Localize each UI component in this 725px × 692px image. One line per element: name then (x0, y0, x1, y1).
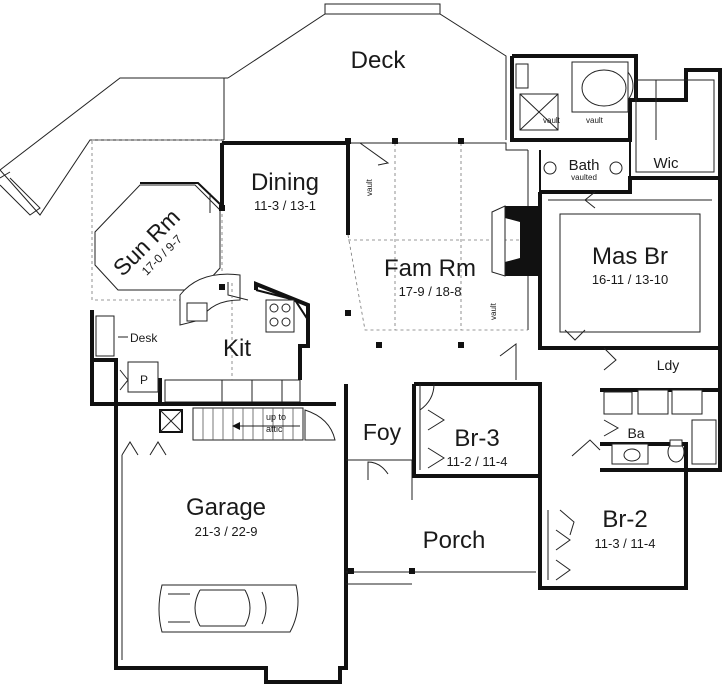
exterior-walls (90, 141, 529, 684)
vault-label-3: vault (543, 116, 561, 125)
master-bath-label: Bath (569, 157, 600, 174)
bedroom-2-dims: 11-3 / 11-4 (595, 536, 656, 551)
attic-label-1: up to (266, 412, 286, 422)
family-room-dims: 17-9 / 18-8 (399, 284, 462, 299)
attic-label-2: attic (266, 424, 283, 434)
master-bedroom-dims: 16-11 / 13-10 (592, 272, 668, 287)
attic-stairs (159, 407, 336, 441)
garage-label: Garage (186, 494, 266, 521)
bath-2-label: Ba (627, 425, 644, 441)
bedroom-3-dims: 11-2 / 11-4 (447, 454, 508, 469)
foyer-label: Foy (363, 419, 402, 445)
bedroom-3-label: Br-3 (454, 425, 499, 452)
desk-pantry (95, 205, 225, 393)
pantry-label: P (140, 373, 148, 387)
vault-label-4: vault (586, 116, 604, 125)
dining-label: Dining (251, 169, 319, 196)
bedroom-2 (538, 442, 688, 590)
vault-label-1: vault (365, 178, 374, 196)
deck-label: Deck (351, 47, 407, 74)
dining-dims: 11-3 / 13-1 (254, 198, 316, 213)
garage-dims: 21-3 / 22-9 (195, 524, 258, 539)
garage-details (121, 441, 167, 660)
kitchen-island (179, 273, 309, 380)
foyer-porch (344, 384, 536, 585)
family-room-details (345, 138, 540, 348)
bedroom-2-label: Br-2 (602, 506, 647, 533)
family-room-label: Fam Rm (384, 255, 476, 282)
master-bedroom-label: Mas Br (592, 243, 668, 270)
master-suite (510, 54, 722, 350)
walk-in-closet-label: Wic (654, 155, 679, 172)
car-outline (158, 584, 299, 633)
master-bath-note: vaulted (571, 173, 597, 182)
kitchen-label: Kit (223, 335, 251, 362)
laundry-label: Ldy (657, 357, 680, 373)
porch-label: Porch (423, 527, 486, 554)
desk-label: Desk (130, 331, 158, 345)
laundry-bath (600, 346, 722, 472)
vault-label-2: vault (489, 302, 498, 320)
